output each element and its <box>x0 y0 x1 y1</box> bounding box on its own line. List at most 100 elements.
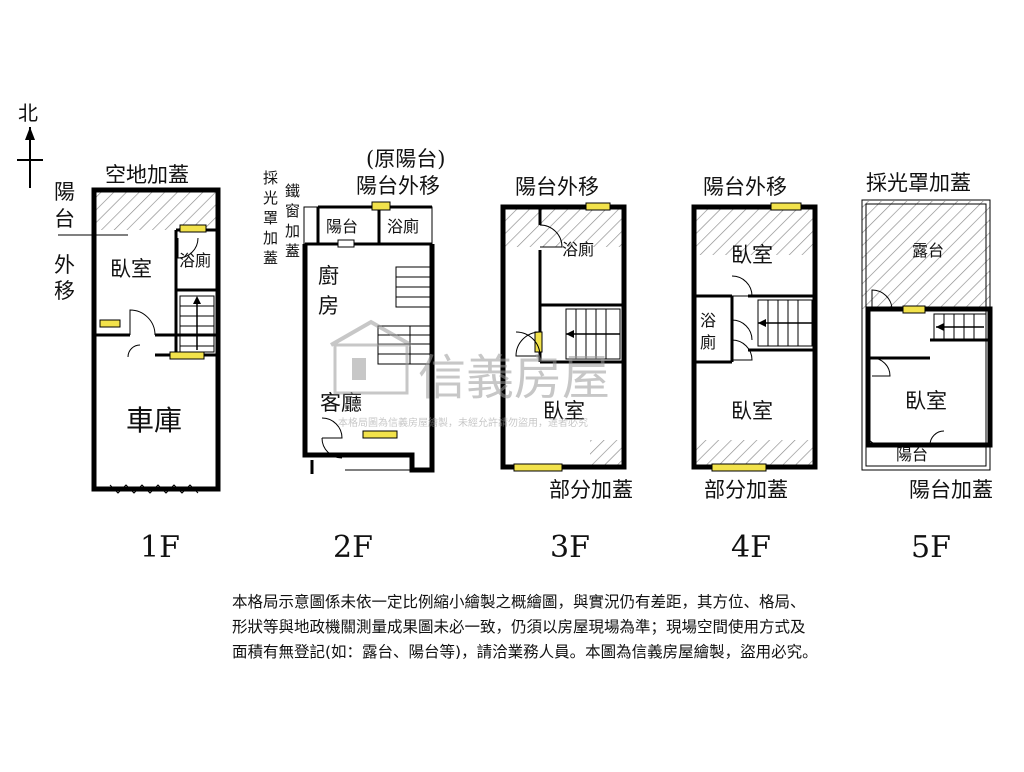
room-bedroom: 臥室 <box>731 243 773 267</box>
stair-arrow-icon <box>758 319 766 327</box>
label-2f-skylight: 加 <box>263 229 278 247</box>
hatched-annex-area <box>862 201 990 309</box>
window <box>585 202 611 211</box>
room-kitchen: 房 <box>318 294 339 318</box>
room-bathroom: 浴廁 <box>387 217 419 236</box>
window <box>179 224 207 233</box>
floor-plan-2f: (原陽台) 陽台外移 採 光 罩 加 蓋 鐵 窗 加 蓋 陽台 浴廁 廚 房 客… <box>263 147 445 474</box>
label-2f-iron-window: 窗 <box>285 202 300 220</box>
door-swing <box>321 417 343 439</box>
hatched-annex-area <box>503 207 624 247</box>
label-2f-iron-window: 蓋 <box>285 242 300 260</box>
exterior-wall <box>91 187 221 492</box>
label-2f-skylight: 罩 <box>263 209 278 227</box>
label-2f-skylight: 蓋 <box>263 249 278 267</box>
room-bathroom: 浴廁 <box>179 251 211 270</box>
label-5f-bottom: 陽台加蓋 <box>909 478 993 502</box>
staircase <box>179 295 215 353</box>
watermark: 信義房屋 本格局圖為信義房屋繪製，未經允許請勿盜用，違者必究 <box>330 319 610 429</box>
exterior-wall <box>500 204 627 470</box>
stair-arrow-icon <box>566 330 574 338</box>
door-swing <box>731 339 753 361</box>
label-1f-side: 陽 <box>54 180 75 204</box>
label-5f-top: 採光罩加蓋 <box>866 171 971 195</box>
room-garage: 車庫 <box>126 404 182 437</box>
garage-door <box>109 484 199 494</box>
room-bathroom: 浴廁 <box>562 240 594 259</box>
room-balcony: 陽台 <box>896 445 928 464</box>
door-swing <box>127 344 141 358</box>
floor-label-3f: 3F <box>550 530 590 565</box>
door-swing <box>731 319 753 341</box>
staircase <box>933 313 987 341</box>
staircase-upper <box>395 266 431 308</box>
hatched-annex-area <box>694 440 815 466</box>
floor-plan-1f: 空地加蓋 陽 台 外 移 臥室 浴廁 車庫 <box>54 163 221 494</box>
stair-arrow-icon <box>936 323 944 331</box>
door-swing <box>129 309 156 336</box>
label-2f-skylight: 光 <box>263 189 278 207</box>
window <box>902 305 926 314</box>
staircase <box>565 308 621 360</box>
label-2f-top: 陽台外移 <box>356 174 440 198</box>
floor-label-1f: 1F <box>140 530 180 565</box>
floor-label-2f: 2F <box>333 530 373 565</box>
label-3f-bottom: 部分加蓋 <box>549 478 633 502</box>
disclaimer-line: 形狀等與地政機關測量成果圖未必一致，仍須以房屋現場為準；現場空間使用方式及 <box>232 618 806 636</box>
window <box>513 463 563 472</box>
door-swing <box>177 237 199 259</box>
hatched-annex-area <box>694 207 815 255</box>
room-bedroom: 臥室 <box>905 389 947 413</box>
watermark-notice: 本格局圖為信義房屋繪製，未經允許請勿盜用，違者必究 <box>338 416 588 429</box>
door-swing <box>321 437 343 459</box>
room-bedroom: 臥室 <box>543 399 585 423</box>
floor-label-5f: 5F <box>911 530 951 565</box>
window <box>371 201 391 211</box>
label-1f-side: 移 <box>54 279 75 303</box>
hatched-annex-area <box>590 440 624 466</box>
door-swing <box>871 357 891 377</box>
floor-plan-5f: 採光罩加蓋 露台 臥室 陽台 陽台加蓋 <box>861 171 993 502</box>
door-swing <box>871 289 893 310</box>
compass-arrow-icon <box>25 127 35 140</box>
hatched-annex-area <box>94 190 218 230</box>
window <box>99 319 121 328</box>
stair-arrow-icon <box>193 296 201 304</box>
label-3f-top: 陽台外移 <box>515 175 599 199</box>
window <box>362 430 398 439</box>
watermark-brand: 信義房屋 <box>418 350 610 406</box>
exterior-wall <box>302 244 435 473</box>
door-swing <box>515 331 541 357</box>
watermark-logo-icon <box>330 319 412 395</box>
disclaimer: 本格局示意圖係未依一定比例縮小繪製之概繪圖，與實況仍有差距，其方位、格局、 形狀… <box>232 590 992 665</box>
label-4f-top: 陽台外移 <box>703 175 787 199</box>
north-label: 北 <box>18 101 38 125</box>
label-2f-iron-window: 加 <box>285 222 300 240</box>
room-bedroom: 臥室 <box>110 257 152 281</box>
door-swing <box>539 224 563 248</box>
exterior-wall <box>865 306 993 448</box>
north-compass: 北 <box>17 101 43 188</box>
room-bathroom: 浴 <box>700 311 716 330</box>
label-1f-top: 空地加蓋 <box>105 163 189 187</box>
room-bathroom: 廁 <box>700 333 716 352</box>
disclaimer-line: 面積有無登記(如：露台、陽台等)，請洽業務人員。本圖為信義房屋繪製，盜用必究。 <box>232 643 818 661</box>
room-bedroom: 臥室 <box>731 399 773 423</box>
label-2f-skylight: 採 <box>263 169 278 187</box>
door-swing <box>731 275 753 297</box>
label-1f-side: 外 <box>54 253 75 277</box>
window <box>169 351 205 360</box>
staircase <box>757 299 813 347</box>
window <box>770 202 802 211</box>
window <box>337 239 355 248</box>
room-kitchen: 廚 <box>318 264 339 288</box>
disclaimer-line: 本格局示意圖係未依一定比例縮小繪製之概繪圖，與實況仍有差距，其方位、格局、 <box>232 593 806 611</box>
door-swing <box>515 331 541 357</box>
room-terrace: 露台 <box>912 241 944 260</box>
window <box>711 463 767 472</box>
room-living: 客廳 <box>320 391 362 415</box>
room-balcony: 陽台 <box>326 217 358 236</box>
door-swing <box>929 430 945 446</box>
